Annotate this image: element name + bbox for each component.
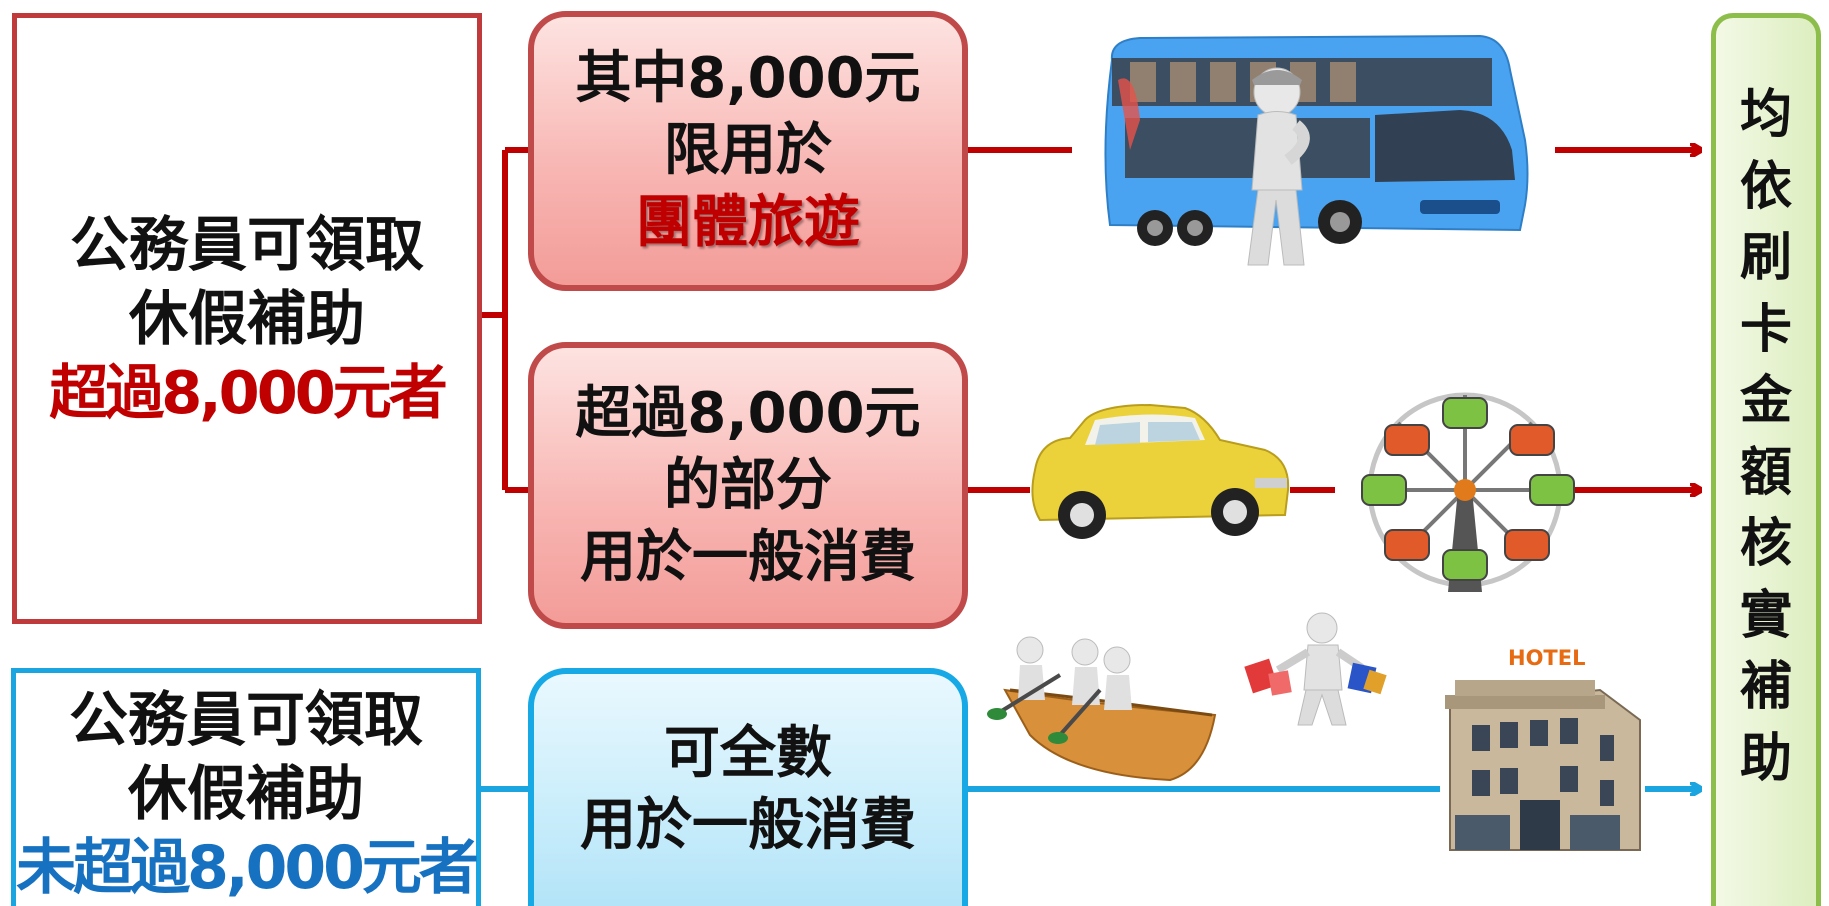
shopper-icon <box>1244 612 1387 726</box>
right-bar-char: 額 <box>1739 442 1792 503</box>
right-bar-char: 助 <box>1739 728 1792 789</box>
bus-icon <box>1104 34 1529 246</box>
left-box-under-8000: 公務員可領取 休假補助 未超過8,000元者 <box>11 668 481 906</box>
pill-travel-line1: 其中8,000元 <box>575 46 921 111</box>
right-bar-card-verification: 均 依 刷 卡 金 額 核 實 補 助 <box>1711 13 1821 906</box>
pill-general-blue-line2: 用於一般消費 <box>580 793 916 858</box>
right-bar-char: 依 <box>1739 156 1792 217</box>
pill-general-red-line2: 的部分 <box>664 452 832 518</box>
red-bracket-connector <box>482 147 530 493</box>
right-bar-char: 刷 <box>1739 228 1792 288</box>
person-icon <box>1247 67 1310 266</box>
left-blue-line3: 未超過8,000元者 <box>16 833 479 903</box>
pill-general-over-8000: 超過8,000元 的部分 用於一般消費 <box>528 342 968 629</box>
right-bar-char: 補 <box>1739 657 1792 717</box>
left-red-line3: 超過8,000元者 <box>49 357 448 427</box>
canoe-icon <box>987 636 1217 782</box>
left-red-line1: 公務員可領取 <box>69 209 424 279</box>
left-blue-line2: 休假補助 <box>127 759 364 828</box>
right-bar-char: 實 <box>1739 585 1792 646</box>
pill-travel-line3: 團體旅遊 <box>636 190 860 255</box>
left-box-over-8000: 公務員可領取 休假補助 超過8,000元者 <box>12 13 482 624</box>
right-bar-char: 卡 <box>1739 299 1792 360</box>
left-blue-line1: 公務員可領取 <box>68 685 423 754</box>
right-bar-char: 核 <box>1739 514 1792 574</box>
pill-general-blue-line1: 可全數 <box>664 721 832 786</box>
car-icon <box>1031 403 1290 539</box>
pill-general-full: 可全數 用於一般消費 <box>528 668 968 906</box>
ferris-wheel-icon <box>1361 392 1575 592</box>
right-bar-char: 金 <box>1739 371 1792 431</box>
left-red-line2: 休假補助 <box>128 283 365 353</box>
hotel-icon <box>1445 680 1641 851</box>
pill-general-red-line1: 超過8,000元 <box>575 380 921 446</box>
pill-general-red-line3: 用於一般消費 <box>580 524 916 590</box>
right-bar-char: 均 <box>1739 85 1792 145</box>
pill-group-travel: 其中8,000元 限用於 團體旅遊 <box>528 11 968 291</box>
hotel-sign: HOTEL <box>1508 646 1586 670</box>
pill-travel-line2: 限用於 <box>664 118 832 183</box>
